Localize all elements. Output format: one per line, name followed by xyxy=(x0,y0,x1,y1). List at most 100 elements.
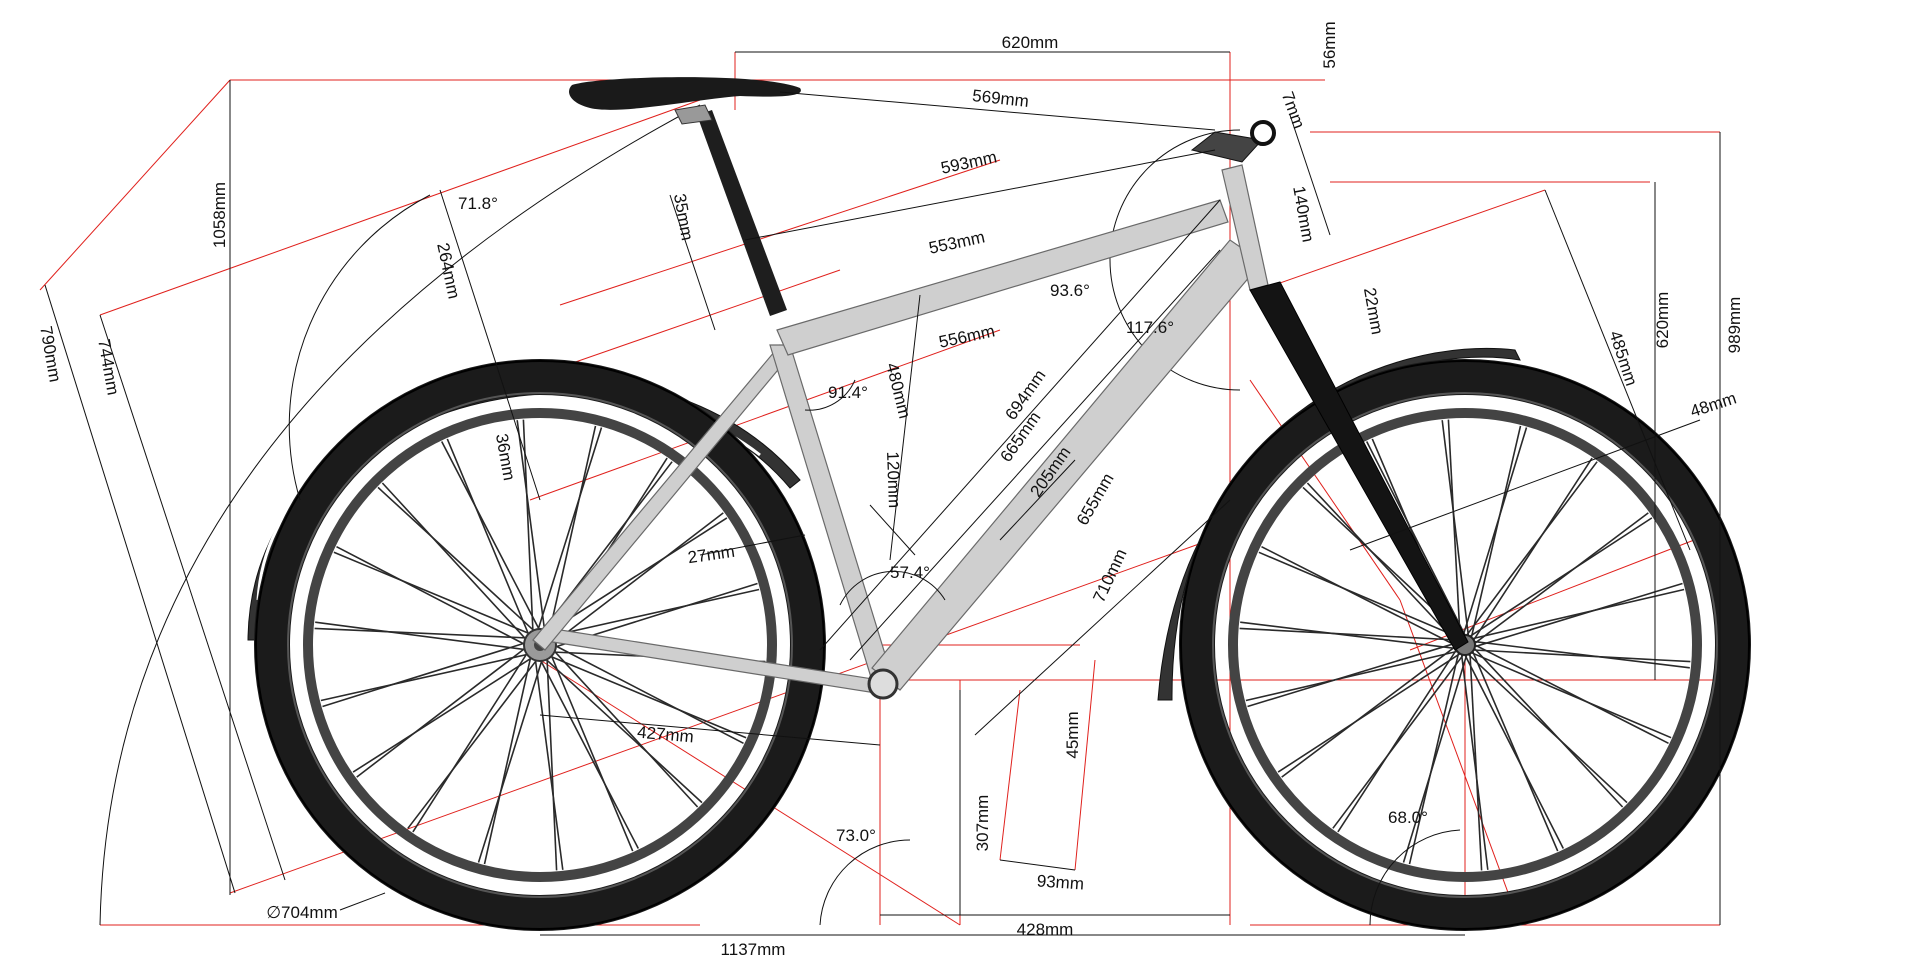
dim-headset: 22mm xyxy=(1360,286,1387,336)
spoke xyxy=(320,653,530,702)
spoke xyxy=(1474,644,1669,745)
spoke xyxy=(1471,651,1559,852)
spoke xyxy=(352,656,534,773)
seatpost xyxy=(697,110,787,316)
spoke xyxy=(1239,627,1457,641)
spoke xyxy=(522,419,534,633)
spoke xyxy=(1469,517,1653,637)
dim-bb-drop: 45mm xyxy=(1063,711,1082,758)
spoke xyxy=(1245,650,1458,702)
spoke xyxy=(412,651,529,833)
spoke xyxy=(1470,425,1522,638)
dim-front-center: 710mm xyxy=(1089,546,1130,605)
arc-guides xyxy=(99,104,1241,926)
dim-saddle-to-bar: 569mm xyxy=(971,86,1029,111)
spoke xyxy=(534,658,564,870)
spoke xyxy=(516,420,546,632)
dim-saddle-height: 1058mm xyxy=(210,182,229,248)
spoke xyxy=(1471,651,1672,739)
spoke xyxy=(1240,621,1456,650)
spoke xyxy=(1261,545,1456,646)
spoke xyxy=(549,653,634,852)
dim-top-tube: 553mm xyxy=(927,227,986,257)
dim-stack: 620mm xyxy=(1653,292,1672,349)
spoke xyxy=(333,551,532,636)
spoke xyxy=(356,646,527,778)
spoke xyxy=(1365,441,1466,636)
spoke xyxy=(1473,647,1624,808)
measurement-labels: 620mm 56mm 569mm 7mm 593mm 140mm 35mm 71… xyxy=(36,21,1744,959)
dimension-lines xyxy=(44,51,1721,936)
spoke xyxy=(553,512,724,644)
dim-seat-angle-ground: 73.0° xyxy=(836,826,876,845)
spoke xyxy=(1247,642,1456,708)
spoke xyxy=(1402,654,1468,863)
dim-wheel-diameter: ∅704mm xyxy=(266,903,338,922)
spoke xyxy=(552,649,699,808)
spoke xyxy=(1474,640,1690,669)
dim-head-angle-top: 93.6° xyxy=(1050,281,1090,300)
spoke xyxy=(1277,653,1461,773)
dim-seat-tube-angle-inner: 91.4° xyxy=(828,383,868,402)
dim-front-gap: 556mm xyxy=(937,321,996,351)
spoke xyxy=(377,486,536,633)
dim-crank-width: 93mm xyxy=(1036,871,1084,893)
reference-lines xyxy=(39,52,1721,926)
dim-reach-top: 620mm xyxy=(1002,33,1059,52)
spoke xyxy=(548,654,747,739)
spoke xyxy=(1467,653,1628,804)
spoke xyxy=(1337,649,1457,833)
spoke xyxy=(1258,551,1459,639)
dim-spacer: 7mm xyxy=(1278,89,1309,131)
dim-fork-rake: 48mm xyxy=(1688,388,1739,421)
cockpit xyxy=(1190,120,1276,163)
spoke xyxy=(1408,652,1460,865)
spoke xyxy=(1447,419,1461,637)
angle-arcs xyxy=(288,194,1461,926)
dim-stem-offset: 56mm xyxy=(1320,21,1339,68)
dim-chainstay-gap: 27mm xyxy=(687,542,736,567)
spoke xyxy=(440,441,541,632)
spoke xyxy=(546,657,558,871)
dim-head-angle-inner: 117.6° xyxy=(1126,318,1174,337)
rear-wheel xyxy=(247,359,826,931)
dim-down-tube-total: 655mm xyxy=(1073,470,1118,529)
spoke xyxy=(548,425,597,635)
spoke xyxy=(1469,653,1483,871)
dim-bb-height: 307mm xyxy=(973,795,992,852)
front-wheel xyxy=(1157,347,1751,931)
spoke xyxy=(1473,649,1691,663)
spoke xyxy=(1460,654,1489,870)
spoke xyxy=(483,655,532,865)
dim-chainstay: 427mm xyxy=(636,723,694,747)
dim-seatpost-offset: 35mm xyxy=(670,192,697,242)
bike-frame xyxy=(532,164,1269,700)
spoke xyxy=(546,517,728,634)
dim-head-angle-ground: 68.0° xyxy=(1388,808,1428,827)
dim-seat-stay-lower: 120mm xyxy=(883,451,904,508)
dim-fork-offset-height: 485mm xyxy=(1605,328,1641,388)
dim-wheelbase: 1137mm xyxy=(721,940,786,959)
dim-short-mark: 36mm xyxy=(492,432,519,482)
dim-bb-angle: 57.4° xyxy=(890,563,930,582)
spoke xyxy=(1473,457,1593,641)
spoke xyxy=(407,658,539,829)
spoke xyxy=(1474,512,1649,644)
top-tube xyxy=(776,199,1229,356)
spoke xyxy=(446,438,531,637)
spoke xyxy=(381,482,528,641)
spoke xyxy=(1472,588,1685,640)
spoke xyxy=(315,621,527,651)
handlebar xyxy=(1250,120,1276,146)
spoke xyxy=(1281,646,1456,778)
spoke xyxy=(553,644,744,745)
spoke xyxy=(336,545,527,646)
spoke xyxy=(1441,420,1470,636)
spoke xyxy=(539,658,640,849)
chainstay xyxy=(538,627,894,695)
seatpost-assembly xyxy=(569,77,801,316)
spoke xyxy=(1464,654,1565,849)
dim-front-offset: 428mm xyxy=(1017,920,1074,939)
saddle xyxy=(569,77,801,110)
dim-head-tube: 140mm xyxy=(1289,184,1318,243)
